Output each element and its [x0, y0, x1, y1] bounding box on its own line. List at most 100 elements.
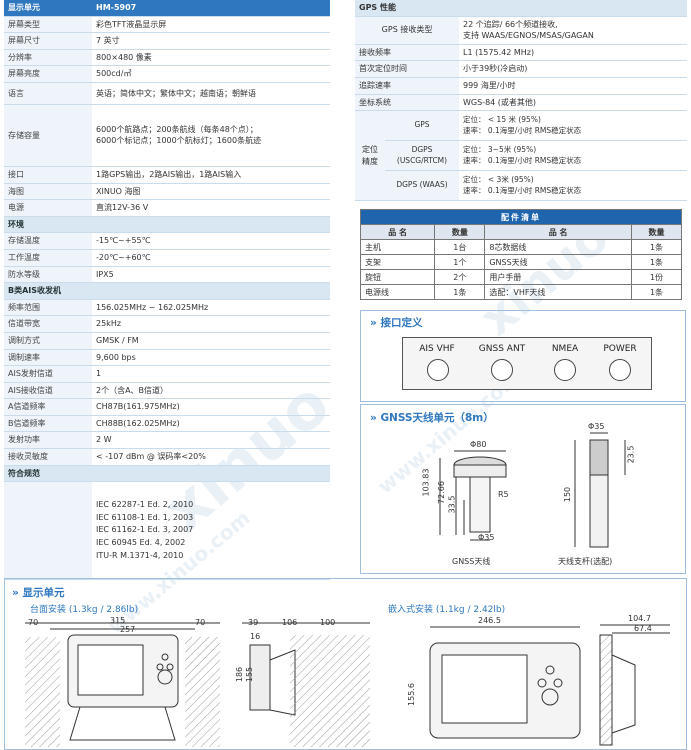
desk-mount-label: 台面安装 (1.3kg / 2.86lb) — [30, 605, 139, 615]
spec-value: 2 W — [92, 431, 330, 450]
spec-row: 接收灵敏度< -107 dBm @ 误码率<20% — [4, 448, 330, 466]
spec-section: B类AIS收发机 — [4, 282, 330, 300]
col-header: 数量 — [434, 224, 486, 240]
dim-label: 70 — [195, 618, 206, 627]
gps-value-line: 支持 WAAS/EGNOS/MSAS/GAGAN — [463, 31, 594, 41]
spec-key: 调制方式 — [4, 332, 92, 350]
port-connector-icon — [427, 359, 449, 381]
spec-value: GMSK / FM — [92, 332, 330, 350]
port-connector-icon — [491, 359, 513, 381]
spec-key: 信道带宽 — [4, 315, 92, 333]
ports-section — [360, 310, 686, 402]
accuracy-line: 定位： < 3米 (95%) — [463, 174, 534, 184]
dim-label: 106 — [282, 618, 298, 627]
acc-cell: GNSS天线 — [484, 254, 632, 270]
standard-item: IEC 60945 Ed. 4, 2002 — [96, 538, 186, 548]
spec-row: IEC 62287-1 Ed. 2, 2010 IEC 61108-1 Ed. … — [4, 481, 330, 581]
spec-value: 1 — [92, 365, 330, 383]
storage-line: 6000个航路点；200条航线（每条48个点）； — [96, 124, 258, 134]
spec-value: 1路GPS输出，2路AIS输出，1路AIS输入 — [92, 166, 330, 184]
dim-label: R5 — [498, 490, 509, 499]
acc-cell: 主机 — [359, 239, 436, 255]
accuracy-label-line: 精度 — [362, 156, 378, 166]
dim-label: 23.5 — [626, 445, 636, 464]
spec-key: 语言 — [4, 82, 92, 105]
spec-value: 直流12V-36 V — [92, 199, 330, 217]
spec-value: -15℃~+55℃ — [92, 232, 330, 250]
spec-key: 电源 — [4, 199, 92, 217]
spec-key: B信道频率 — [4, 415, 92, 433]
dim-label: 103.83 — [421, 468, 431, 497]
gps-value: 999 海里/小时 — [459, 77, 687, 95]
spec-value: 彩色TFT液晶显示屏 — [92, 16, 330, 34]
spec-key: 发射功率 — [4, 431, 92, 450]
dim-label: 246.5 — [478, 616, 501, 625]
col-header: 数量 — [631, 224, 682, 240]
acc-cell: 1个 — [434, 254, 486, 270]
spec-value: 7 英寸 — [92, 32, 330, 50]
gps-key: 追踪速率 — [355, 77, 459, 95]
display-unit-drawing — [25, 622, 670, 747]
spec-row: 工作温度-20℃~+60℃ — [4, 249, 330, 267]
acc-cell: 1条 — [631, 284, 682, 300]
acc-cell: 电源线 — [359, 284, 436, 300]
gps-key: 坐标系统 — [355, 94, 459, 112]
dim-label: 100 — [320, 618, 336, 627]
dim-label: 33.5 — [447, 495, 457, 514]
pole-caption: 天线支杆(选配) — [558, 557, 613, 566]
gps-value: 小于39秒(冷启动) — [459, 60, 687, 78]
dim-label: 257 — [120, 625, 136, 634]
accuracy-line: 速率： 0.1海里/小时 RMS稳定状态 — [463, 185, 582, 195]
standard-item: IEC 61108-1 Ed. 1, 2003 — [96, 512, 194, 522]
gnss-drawing — [439, 432, 626, 548]
spec-row: 语言英语；简体中文；繁体中文；越南语；朝鲜语 — [4, 82, 330, 105]
dim-label: Φ35 — [588, 422, 605, 431]
gps-row: 首次定位时间小于39秒(冷启动) — [355, 60, 687, 78]
dim-label: 155.6 — [406, 683, 416, 706]
spec-key: 工作温度 — [4, 249, 92, 267]
port-label: POWER — [603, 344, 637, 354]
spec-row: 存储容量 6000个航路点；200条航线（每条48个点）；6000个标记点；10… — [4, 104, 330, 167]
dim-label: 16 — [250, 632, 261, 641]
acc-cell: 1份 — [631, 269, 682, 285]
spec-header-model: HM-5907 — [92, 0, 330, 17]
dim-label: 70 — [28, 618, 39, 627]
spec-value: 9,600 bps — [92, 349, 330, 367]
dim-label: 104.7 — [628, 614, 651, 623]
gps-title: GPS 性能 — [355, 0, 687, 17]
gps-key: 接收频率 — [355, 44, 459, 62]
accuracy-value: 定位： 3~5米 (95%)速率： 0.1海里/小时 RMS稳定状态 — [459, 140, 687, 172]
spec-row: 电源直流12V-36 V — [4, 199, 330, 217]
accuracy-label: 定位精度 — [355, 110, 385, 202]
port-connector-icon — [609, 359, 631, 381]
spec-value: XINUO 海图 — [92, 183, 330, 201]
gps-key: GPS 接收类型 — [355, 16, 459, 45]
spec-value: < -107 dBm @ 误码率<20% — [92, 448, 330, 466]
accuracy-line: 速率： 0.1海里/小时 RMS稳定状态 — [463, 125, 582, 135]
acc-cell: 旋钮 — [359, 269, 436, 285]
spec-row: 屏幕类型彩色TFT液晶显示屏 — [4, 16, 330, 34]
dim-label: 155 — [245, 666, 255, 683]
accuracy-label-line: 定位 — [362, 145, 378, 155]
acc-cell: 2个 — [434, 269, 486, 285]
accessories-title: 配件清单 — [360, 209, 682, 225]
spec-value: 6000个航路点；200条航线（每条48个点）；6000个标记点；1000个航标… — [92, 104, 330, 167]
gnss-section — [360, 404, 686, 574]
acc-cell: 选配：VHF天线 — [484, 284, 632, 300]
spec-key: A信道频率 — [4, 398, 92, 416]
col-header: 品 名 — [359, 224, 436, 240]
spec-section: 环境 — [4, 216, 330, 234]
accuracy-mode: DGPS (WAAS) — [385, 170, 459, 202]
